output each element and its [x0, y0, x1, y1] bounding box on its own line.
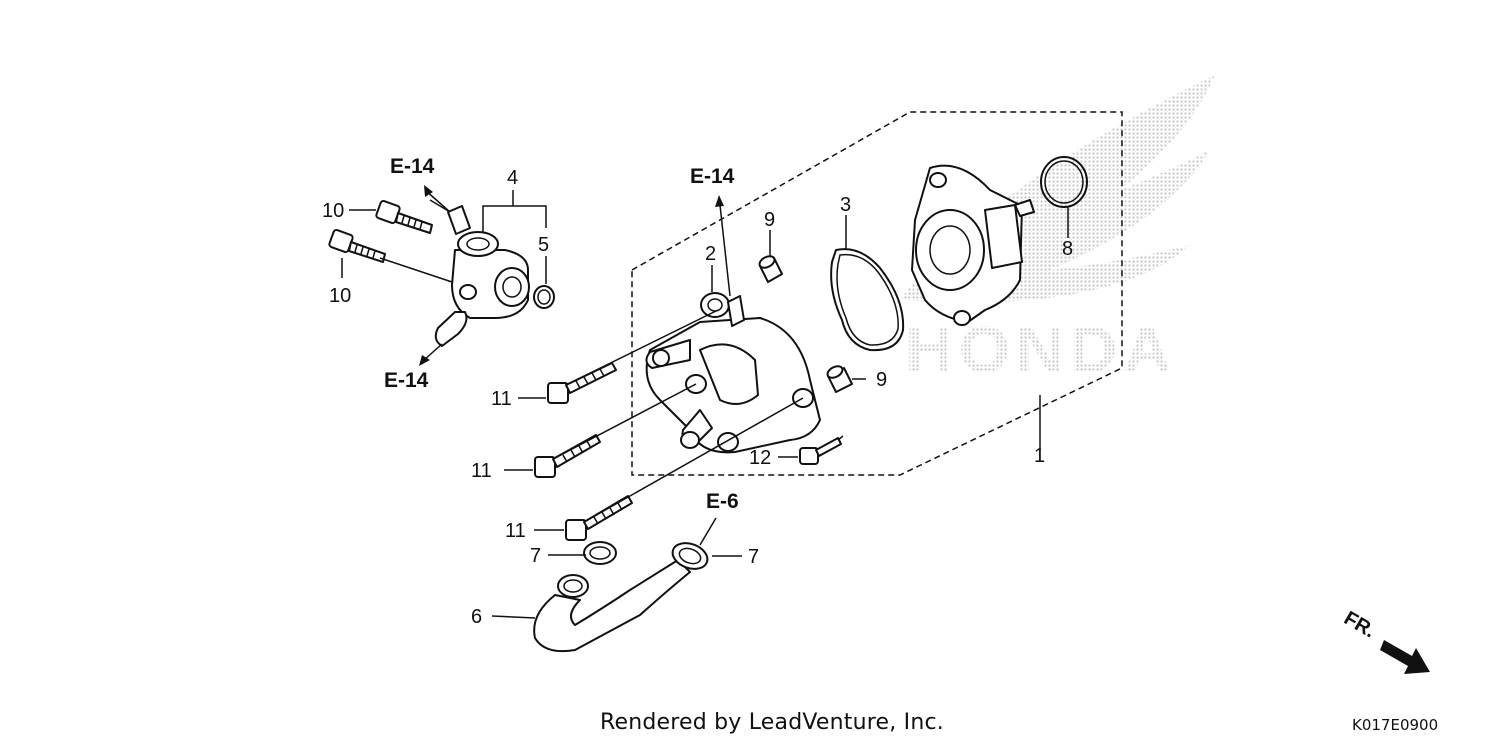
bolt-10-lower — [328, 228, 386, 263]
part-number-5: 5 — [538, 234, 549, 256]
render-credit: Rendered by LeadVenture, Inc. — [600, 710, 944, 735]
part-number-6: 6 — [471, 606, 482, 628]
o-ring-5 — [533, 285, 555, 309]
leader-lines-center — [491, 195, 1069, 619]
bolt-10-upper — [375, 199, 433, 234]
leader-lines-left — [341, 185, 547, 366]
part-number-11-upper: 11 — [491, 388, 512, 410]
part-number-10-upper: 10 — [322, 200, 344, 222]
ref-label-e14-center: E-14 — [690, 165, 735, 188]
part-number-11-middle: 11 — [471, 460, 492, 482]
honda-watermark-text: HONDA — [905, 312, 1177, 386]
front-direction-label: FR. — [1340, 607, 1379, 642]
ref-label-e14-top-left: E-14 — [390, 155, 435, 178]
ref-label-e14-bottom-left: E-14 — [384, 369, 429, 392]
hose-clamp-7-left — [583, 541, 617, 565]
o-ring-8 — [1040, 156, 1088, 208]
ref-label-e6: E-6 — [706, 490, 739, 513]
part-number-7-right: 7 — [748, 546, 759, 568]
bolt-11-upper — [547, 362, 617, 404]
dowel-pin-9-lower — [826, 365, 853, 393]
bolt-11-lower — [565, 495, 633, 541]
part-number-8: 8 — [1062, 238, 1073, 260]
part-number-11-lower: 11 — [505, 520, 526, 542]
assembly-outline-box — [631, 111, 1123, 476]
part-number-3: 3 — [840, 194, 851, 216]
part-number-2: 2 — [705, 243, 716, 265]
part-number-4: 4 — [507, 167, 518, 189]
part-number-12: 12 — [749, 447, 771, 469]
part-number-9-lower: 9 — [876, 369, 887, 391]
bolt-11-middle — [534, 434, 601, 478]
water-pump-cover — [645, 292, 821, 454]
gasket-3 — [830, 248, 905, 352]
water-joint-fitting — [434, 205, 530, 347]
hose-clamp-7-right — [671, 542, 709, 570]
part-number-9-upper: 9 — [764, 209, 775, 231]
dowel-pin-9-upper — [758, 255, 783, 283]
diagram-code: K017E0900 — [1352, 716, 1439, 734]
part-number-10-lower: 10 — [329, 285, 351, 307]
bolt-12 — [799, 437, 842, 465]
front-direction-arrow-icon: FR. — [1340, 607, 1430, 674]
part-number-1: 1 — [1034, 445, 1045, 467]
water-pump-body — [911, 164, 1035, 326]
part-number-7-left: 7 — [530, 545, 541, 567]
hose-6 — [533, 559, 691, 653]
